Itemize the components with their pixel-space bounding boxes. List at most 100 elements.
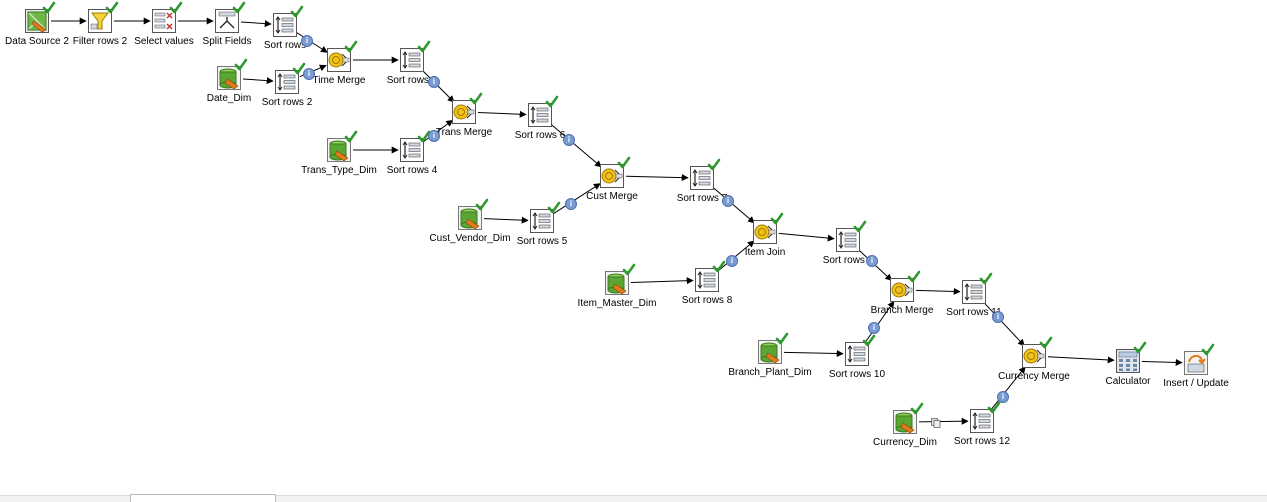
hop-cvd-to-sr5[interactable] (483, 216, 529, 224)
info-icon[interactable]: i (303, 68, 315, 80)
info-icon[interactable]: i (726, 255, 738, 267)
step-iu[interactable]: Insert / Update (1163, 343, 1229, 389)
merge-join-icon (452, 100, 476, 124)
hop-bpd-to-sr10[interactable] (783, 350, 844, 358)
hop-cm-to-sr7[interactable] (625, 174, 689, 182)
step-cm[interactable]: Cust Merge (586, 156, 638, 202)
database-table-icon (327, 138, 351, 162)
step-sr3[interactable]: Sort rows 3 (387, 40, 437, 86)
info-icon[interactable]: i (563, 134, 575, 146)
checkmark-icon (712, 260, 726, 273)
hop-sr11-to-cum[interactable] (983, 301, 1025, 347)
checkmark-icon (987, 401, 1001, 414)
step-imd[interactable]: Item_Master_Dim (578, 263, 656, 309)
step-sr2[interactable]: Sort rows 2 (262, 62, 312, 108)
step-label: Branch Merge (870, 305, 934, 316)
step-trm[interactable]: Trans Merge (436, 92, 492, 138)
step-sr10[interactable]: Sort rows 10 (829, 334, 885, 380)
info-icon[interactable]: i (722, 195, 734, 207)
sort-rows-icon (695, 268, 719, 292)
info-icon[interactable]: i (301, 35, 313, 47)
merge-join-icon (1022, 344, 1046, 368)
hop-sf-to-sr1[interactable] (240, 20, 272, 28)
step-sv[interactable]: Select values (134, 1, 194, 47)
hop-sr12-to-cum[interactable] (990, 366, 1026, 411)
hop-cud-to-sr12[interactable] (918, 417, 969, 425)
step-date[interactable]: Date_Dim (207, 58, 251, 104)
step-bm[interactable]: Branch Merge (871, 270, 933, 316)
hop-bm-to-sr11[interactable] (915, 287, 961, 295)
hop-date-to-sr2[interactable] (242, 77, 274, 85)
step-label: Insert / Update (1163, 378, 1229, 389)
step-label: Date_Dim (206, 93, 252, 104)
info-icon[interactable]: i (866, 255, 878, 267)
hop-sr7-to-ij[interactable] (712, 186, 755, 224)
hop-sr6-to-cm[interactable] (550, 123, 602, 168)
step-sr8[interactable]: Sort rows 8 (682, 260, 732, 306)
checkmark-icon (1039, 336, 1053, 349)
step-label: Filter rows 2 (72, 36, 128, 47)
bottom-panel-tab[interactable] (130, 494, 276, 502)
step-label: Currency Merge (998, 371, 1070, 382)
database-table-icon (893, 410, 917, 434)
merge-join-icon (753, 220, 777, 244)
step-label: Sort rows 11 (946, 307, 1002, 318)
sort-rows-icon (400, 138, 424, 162)
step-cum[interactable]: Currency Merge (998, 336, 1070, 382)
info-icon[interactable]: i (428, 76, 440, 88)
sort-rows-icon (970, 409, 994, 433)
info-icon[interactable]: i (992, 311, 1004, 323)
step-label: Select values (134, 36, 194, 47)
step-tm[interactable]: Time Merge (313, 40, 365, 86)
step-cvd[interactable]: Cust_Vendor_Dim (429, 198, 511, 244)
step-label: Currency_Dim (873, 437, 937, 448)
checkmark-icon (547, 201, 561, 214)
checkmark-icon (707, 158, 721, 171)
checkmark-icon (862, 334, 876, 347)
step-sr6[interactable]: Sort rows 6 (515, 95, 565, 141)
hop-sr10-to-bm[interactable] (864, 300, 895, 343)
step-sr5[interactable]: Sort rows 5 (517, 201, 567, 247)
sort-rows-icon (400, 48, 424, 72)
step-sr12[interactable]: Sort rows 12 (954, 401, 1010, 447)
step-ttd[interactable]: Trans_Type_Dim (301, 130, 377, 176)
step-sr4[interactable]: Sort rows 4 (387, 130, 437, 176)
checkmark-icon (775, 332, 789, 345)
step-sf[interactable]: Split Fields (203, 1, 251, 47)
hop-cum-to-calc[interactable] (1047, 356, 1115, 364)
step-label: Sort rows 6 (514, 130, 566, 141)
hop-ij-to-sr9[interactable] (778, 232, 835, 242)
hop-trm-to-sr6[interactable] (477, 110, 527, 118)
hop-calc-to-iu[interactable] (1141, 358, 1183, 366)
hop-sr5-to-cm[interactable] (553, 183, 601, 214)
step-ds2[interactable]: Data Source 2 (5, 1, 69, 47)
hop-imd-to-sr8[interactable] (630, 277, 694, 285)
step-sr11[interactable]: Sort rows 11 (946, 272, 1002, 318)
step-sr7[interactable]: Sort rows 7 (677, 158, 727, 204)
checkmark-icon (545, 95, 559, 108)
step-label: Time Merge (312, 75, 366, 86)
checkmark-icon (232, 1, 246, 14)
step-label: Sort rows 9 (822, 255, 874, 266)
step-bpd[interactable]: Branch_Plant_Dim (728, 332, 812, 378)
info-icon[interactable]: i (428, 130, 440, 142)
info-icon[interactable]: i (997, 391, 1009, 403)
sort-rows-icon (845, 342, 869, 366)
step-label: Cust Merge (586, 191, 638, 202)
step-label: Sort rows 7 (676, 193, 728, 204)
info-icon[interactable]: i (868, 322, 880, 334)
step-label: Sort rows 3 (386, 75, 438, 86)
info-icon[interactable]: i (565, 198, 577, 210)
step-fr2[interactable]: Filter rows 2 (73, 1, 127, 47)
step-calc[interactable]: Calculator (1105, 341, 1151, 387)
step-ij[interactable]: Item Join (745, 212, 785, 258)
step-label: Sort rows (263, 40, 307, 51)
checkmark-icon (417, 40, 431, 53)
step-sr1[interactable]: Sort rows (264, 5, 306, 51)
step-sr9[interactable]: Sort rows 9 (823, 220, 873, 266)
checkmark-icon (292, 62, 306, 75)
checkmark-icon (1201, 343, 1215, 356)
step-cud[interactable]: Currency_Dim (873, 402, 937, 448)
checkmark-icon (622, 263, 636, 276)
